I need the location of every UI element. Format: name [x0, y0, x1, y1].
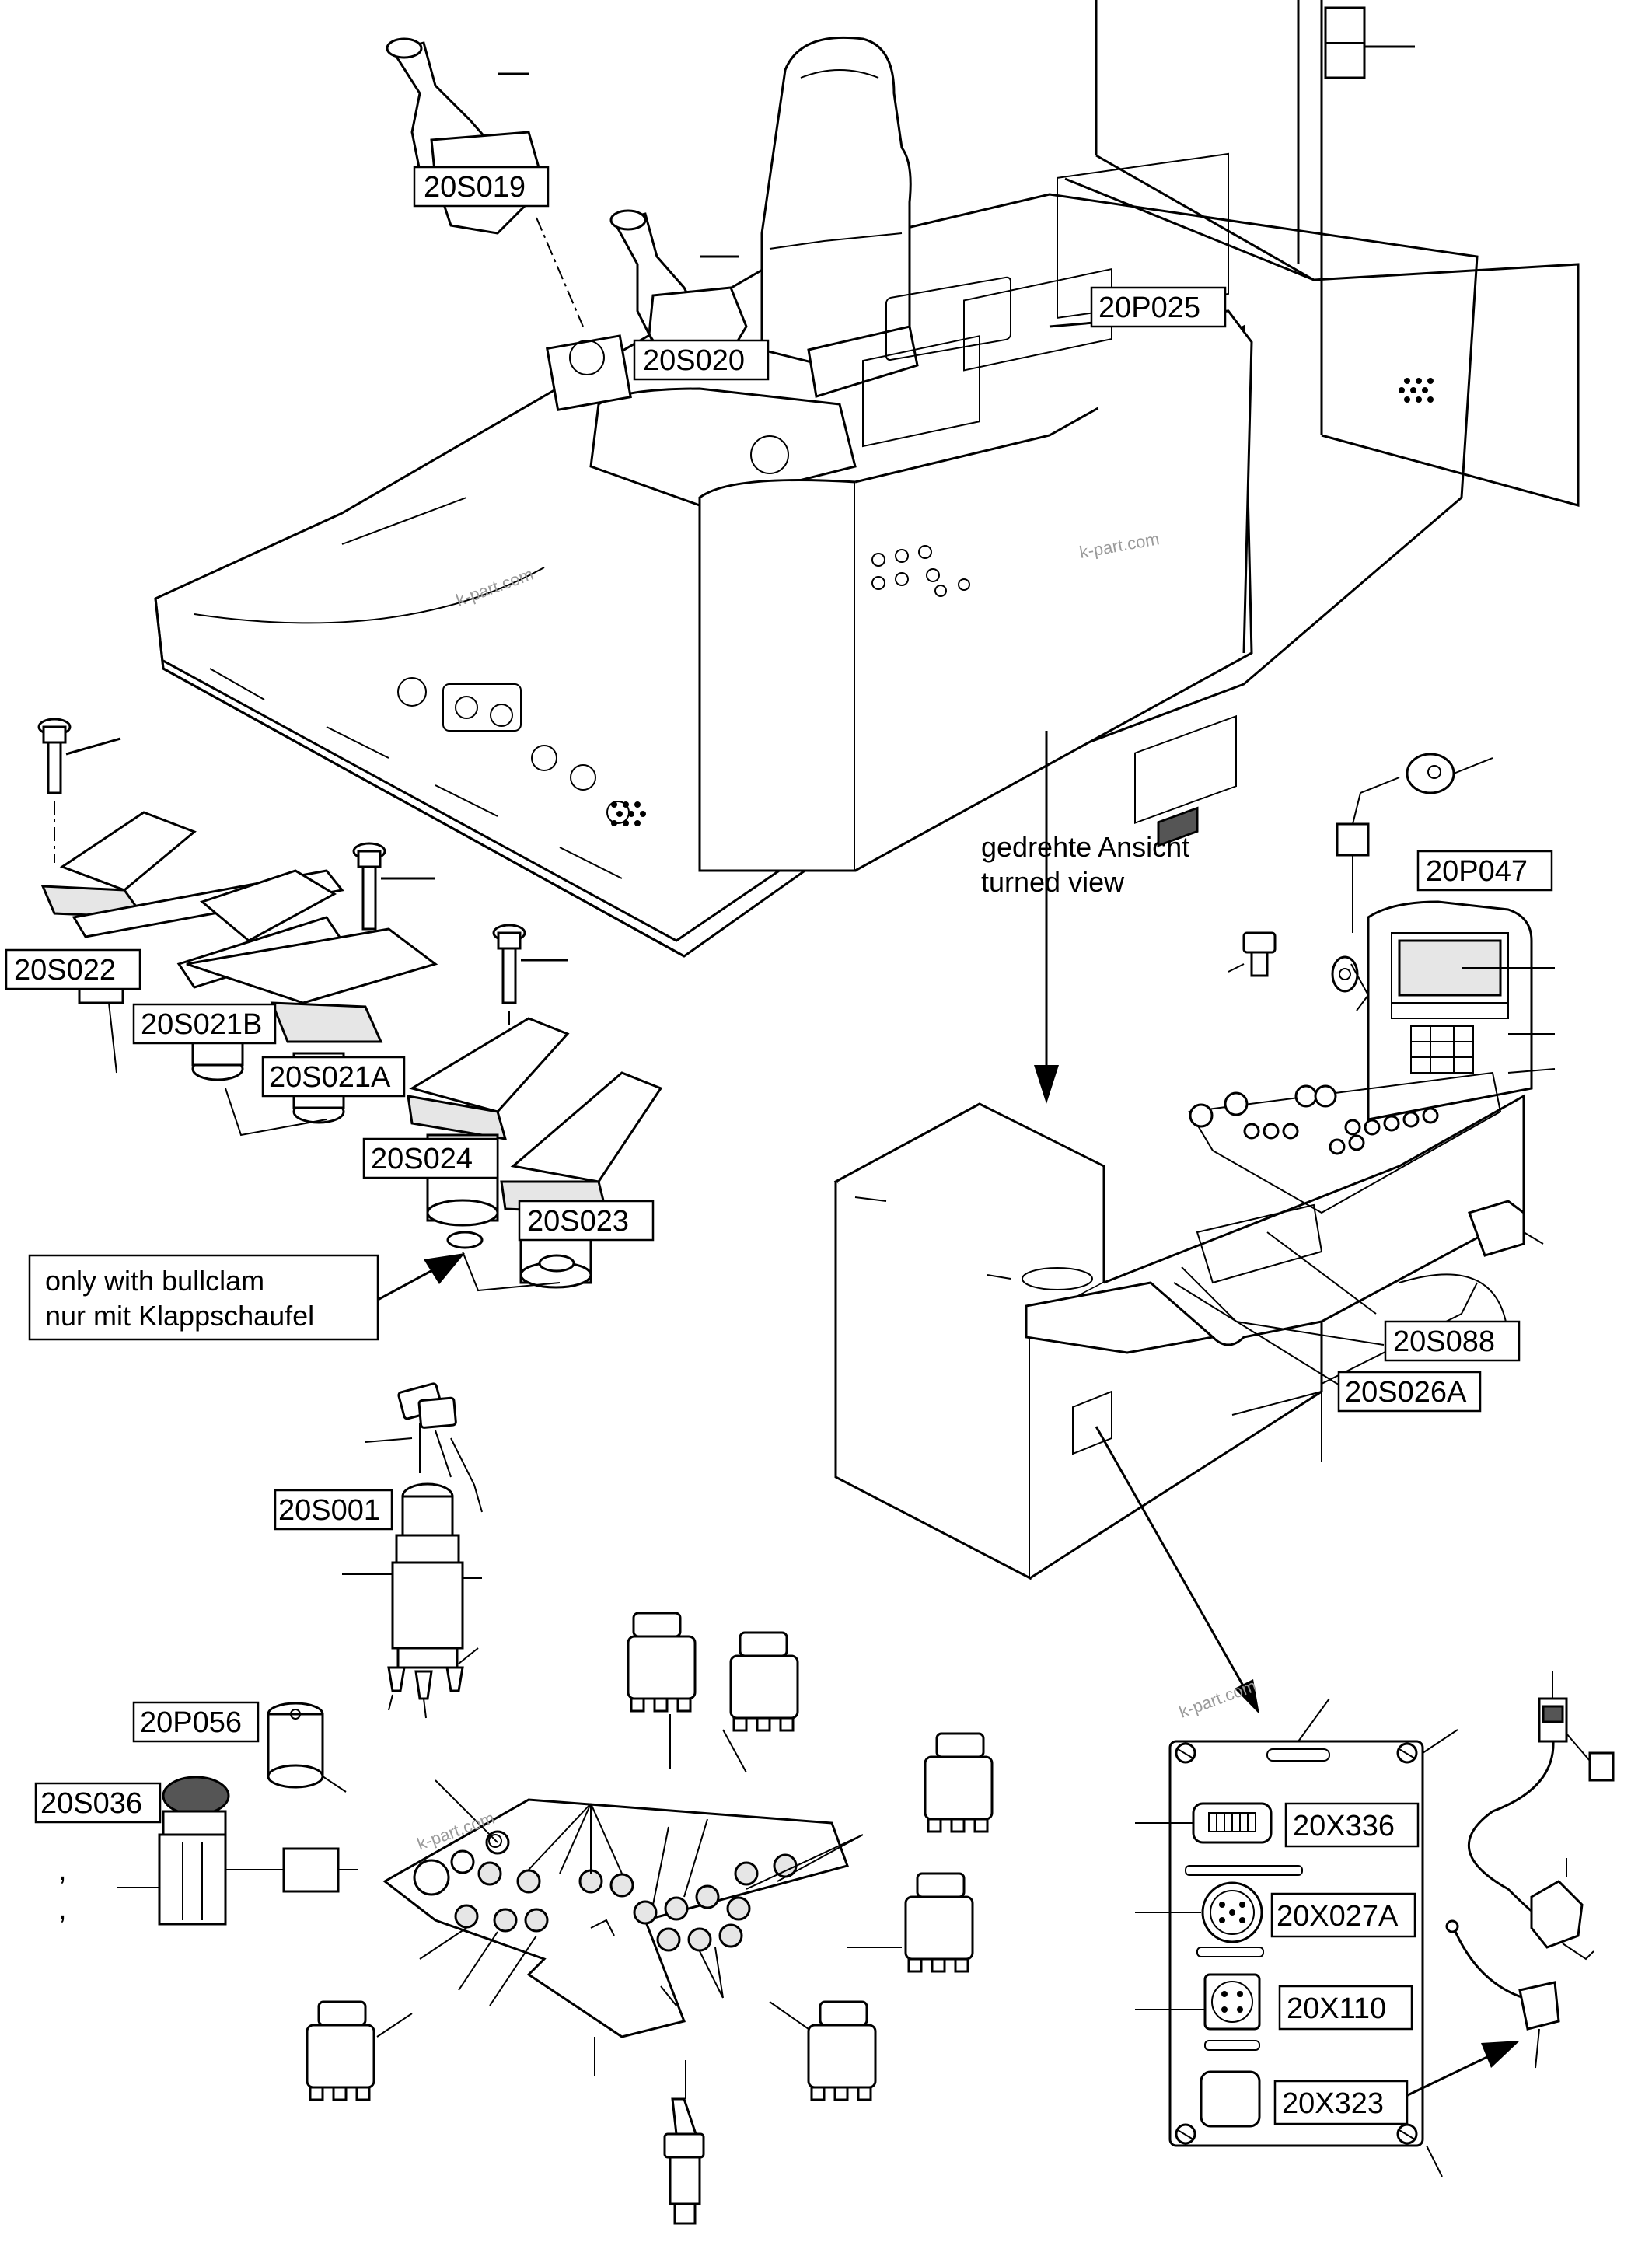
svg-text:20X336: 20X336 — [1293, 1810, 1395, 1842]
svg-text:20S036: 20S036 — [40, 1787, 142, 1820]
floor-drain-grid — [1399, 378, 1434, 403]
label-20S026A: 20S026A — [1337, 1371, 1482, 1413]
turned-view-note: gedrehte Ansicht turned view — [981, 731, 1189, 1104]
svg-text:20S001: 20S001 — [278, 1494, 380, 1527]
label-20P056: 20P056 — [132, 1701, 260, 1743]
console-knobs — [871, 545, 970, 597]
turned-view-de: gedrehte Ansicht — [981, 831, 1189, 863]
ignition-switch-20S001 — [342, 1482, 482, 1719]
label-20S021A: 20S021A — [261, 1056, 406, 1098]
label-20S023: 20S023 — [518, 1200, 655, 1242]
label-20P025: 20P025 — [1090, 286, 1227, 328]
switch-panel — [382, 1779, 864, 2076]
operator-seat — [546, 36, 919, 507]
ignition-keys — [365, 1382, 483, 1513]
rocker-switch-4 — [847, 1872, 974, 1973]
panel-knobs — [454, 1853, 798, 1952]
lamp-fitting — [1228, 753, 1493, 1011]
svg-text:,: , — [58, 1893, 67, 1926]
label-20P047: 20P047 — [1416, 850, 1553, 892]
label-20S022: 20S022 — [5, 948, 141, 990]
rocker-switch-6 — [769, 2000, 877, 2101]
floor-drain-grid-2 — [611, 801, 646, 826]
bolt-1 — [37, 718, 121, 863]
rocker-switch-3 — [924, 1732, 994, 1833]
console-control-panel — [1188, 1071, 1502, 1214]
svg-text:,: , — [58, 1854, 67, 1887]
label-20S036: 20S036 — [34, 1782, 162, 1824]
pedal-20S023 — [500, 1071, 663, 1289]
arrow-head-x323 — [1481, 2041, 1520, 2068]
svg-text:20P025: 20P025 — [1098, 292, 1200, 324]
label-20S021B: 20S021B — [132, 1003, 277, 1045]
svg-text:20S022: 20S022 — [14, 954, 116, 987]
svg-text:20P047: 20P047 — [1426, 855, 1528, 888]
svg-text:20S020: 20S020 — [643, 344, 745, 377]
arrow-head — [1235, 1679, 1259, 1714]
label-20S020: 20S020 — [633, 339, 770, 381]
wiring-harness — [1445, 1671, 1615, 2069]
svg-text:20X027A: 20X027A — [1277, 1900, 1399, 1933]
switch-20S036: , , — [58, 1776, 358, 1926]
svg-text:20S026A: 20S026A — [1345, 1376, 1467, 1409]
rocker-switch-2 — [722, 1631, 799, 1773]
svg-text:20S088: 20S088 — [1393, 1325, 1495, 1358]
display-panel-20P047 — [1367, 900, 1533, 1121]
svg-text:20S023: 20S023 — [527, 1205, 629, 1238]
turned-view-en: turned view — [981, 866, 1125, 898]
label-20S024: 20S024 — [362, 1137, 499, 1179]
svg-text:20S019: 20S019 — [424, 171, 526, 204]
gauge-20P056 — [267, 1702, 347, 1793]
bullclam-note-de: nur mit Klappschaufel — [45, 1300, 314, 1332]
rocker-switch-5 — [306, 2000, 413, 2101]
rocker-switch-1 — [627, 1612, 697, 1769]
svg-text:20P056: 20P056 — [140, 1706, 242, 1739]
cab-side-wall — [611, 0, 1580, 826]
bullclam-note: only with bullclam nur mit Klappschaufel — [28, 1253, 465, 1341]
svg-text:20X323: 20X323 — [1282, 2087, 1384, 2120]
toggle-switch — [663, 2060, 705, 2225]
socket-block — [1468, 1200, 1544, 1257]
right-console — [698, 152, 1253, 872]
svg-text:20S021A: 20S021A — [269, 1061, 391, 1094]
label-20S088: 20S088 — [1384, 1320, 1521, 1362]
svg-text:20S024: 20S024 — [371, 1143, 473, 1175]
side-console-turned-view — [833, 714, 1544, 1580]
label-20X336: 20X336 — [1284, 1802, 1420, 1848]
bullclam-note-en: only with bullclam — [45, 1265, 264, 1297]
label-20X027A: 20X027A — [1270, 1892, 1416, 1938]
label-20S001: 20S001 — [274, 1489, 393, 1531]
label-20X323: 20X323 — [1273, 2080, 1409, 2125]
svg-text:20S021B: 20S021B — [141, 1008, 262, 1041]
label-20X110: 20X110 — [1278, 1985, 1413, 2031]
watermark-2: k-part.com — [453, 564, 536, 610]
label-20S019: 20S019 — [413, 166, 550, 208]
part-labels: 20S019 20S020 20P025 20S022 20S021B 20S0… — [5, 166, 1553, 2125]
bolt-2 — [352, 842, 435, 931]
svg-text:20X110: 20X110 — [1287, 1992, 1386, 2025]
